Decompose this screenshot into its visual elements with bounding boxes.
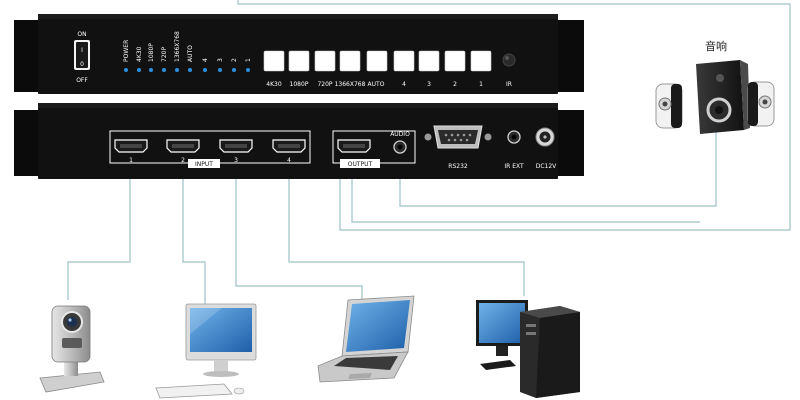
led-label: 2 xyxy=(231,58,238,62)
cable-input2-monitor xyxy=(182,162,206,306)
input-port-number: 1 xyxy=(129,157,133,164)
cable-input4-pc xyxy=(288,162,525,296)
speaker-label: 音响 xyxy=(705,39,727,53)
button-4k30[interactable]: 4K30 xyxy=(263,50,285,88)
led-label: POWER xyxy=(123,40,130,62)
led-dot xyxy=(162,68,166,72)
led-label: 3 xyxy=(217,58,224,62)
right-speaker xyxy=(747,81,775,127)
webcam-device xyxy=(39,305,105,393)
power-off-label: OFF xyxy=(76,77,88,84)
led-dot xyxy=(175,68,179,72)
cable-input1-camera xyxy=(67,162,131,300)
led-4: 4 xyxy=(202,58,209,72)
pc-workstation xyxy=(476,300,580,398)
button-1[interactable]: 1 xyxy=(470,50,492,88)
led-label: 1080P xyxy=(148,43,155,62)
led-dot xyxy=(232,68,236,72)
cable-input3-laptop xyxy=(235,162,363,300)
button-label: 1080P xyxy=(290,81,309,88)
led-label: 720P xyxy=(161,47,168,62)
input-label: INPUT xyxy=(195,161,213,168)
button-label: 720P xyxy=(317,81,332,88)
button-auto[interactable]: AUTO xyxy=(366,50,388,88)
ir-ext-jack[interactable] xyxy=(507,130,521,144)
rs232-label: RS232 xyxy=(448,163,468,170)
led-label: 4K30 xyxy=(136,46,143,62)
hdmi-input-1[interactable]: 1 xyxy=(114,139,148,164)
led-4k30: 4K30 xyxy=(136,46,143,72)
button-label: 3 xyxy=(427,81,431,88)
hdmi-input-2[interactable]: 2 xyxy=(166,139,200,164)
led-dot xyxy=(137,68,141,72)
led-dot xyxy=(246,68,250,72)
hdmi-input-4[interactable]: 4 xyxy=(272,139,306,164)
button-label: 4 xyxy=(402,81,406,88)
led-1: 1 xyxy=(245,58,252,72)
led-dot xyxy=(218,68,222,72)
hdmi-output-port[interactable] xyxy=(337,139,371,153)
led-auto: AUTO xyxy=(187,45,194,72)
button-label: 2 xyxy=(453,81,457,88)
led-720p: 720P xyxy=(161,47,168,72)
led-dot xyxy=(203,68,207,72)
led-3: 3 xyxy=(217,58,224,72)
audio-jack[interactable] xyxy=(393,140,407,154)
ir-receiver: IR xyxy=(502,53,516,88)
led-power: POWER xyxy=(123,40,130,72)
input-port-number: 2 xyxy=(181,157,185,164)
ir-label: IR xyxy=(506,81,512,88)
audio-label: AUDIO xyxy=(390,131,410,138)
hdmi-input-3[interactable]: 3 xyxy=(219,139,253,164)
input-port-number: 3 xyxy=(234,157,238,164)
led-1080p: 1080P xyxy=(148,43,155,72)
rear-panel: 1 2 3 4 INPUT OUTPUT AUDIO RS232 xyxy=(14,103,584,179)
button-label: 1 xyxy=(479,81,483,88)
cable-output-video xyxy=(351,162,700,223)
button-1080p[interactable]: 1080P xyxy=(288,50,310,88)
led-label: 4 xyxy=(202,58,209,62)
rs232-port[interactable] xyxy=(424,125,492,149)
power-switch[interactable]: ON I 0 OFF xyxy=(74,31,90,84)
input-port-number: 4 xyxy=(287,157,291,164)
led-dot xyxy=(124,68,128,72)
laptop-device xyxy=(317,295,415,383)
led-label: 1 xyxy=(245,58,252,62)
dc-label: DC12V xyxy=(536,163,557,170)
button-2[interactable]: 2 xyxy=(444,50,466,88)
led-label: AUTO xyxy=(187,45,194,62)
led-dot xyxy=(188,68,192,72)
button-4[interactable]: 4 xyxy=(393,50,415,88)
ir-ext-label: IR EXT xyxy=(504,163,524,170)
led-label: 1366X768 xyxy=(174,31,181,62)
power-mark-off: 0 xyxy=(80,61,84,68)
cable-ir-to-speaker xyxy=(237,0,791,231)
subwoofer xyxy=(696,60,750,134)
led-indicators: POWER 4K30 1080P 720P 1366X768 AUTO 4 3 2 1 xyxy=(123,31,252,72)
led-1366x768: 1366X768 xyxy=(174,31,181,72)
button-label: 1366X768 xyxy=(335,81,366,88)
button-label: 4K30 xyxy=(266,81,282,88)
dc-power-jack[interactable] xyxy=(535,127,555,147)
left-speaker xyxy=(655,83,683,129)
button-label: AUTO xyxy=(368,81,385,88)
power-on-label: ON xyxy=(77,31,86,38)
power-mark-on: I xyxy=(81,47,83,54)
button-3[interactable]: 3 xyxy=(418,50,440,88)
output-label: OUTPUT xyxy=(348,161,373,168)
button-1366x768[interactable]: 1366X768 xyxy=(335,50,366,88)
led-2: 2 xyxy=(231,58,238,72)
button-720p[interactable]: 720P xyxy=(314,50,336,88)
led-dot xyxy=(149,68,153,72)
input-ports: 1 2 3 4 xyxy=(114,139,306,164)
desktop-monitor xyxy=(155,303,257,399)
speaker-set: 音响 xyxy=(655,39,775,134)
